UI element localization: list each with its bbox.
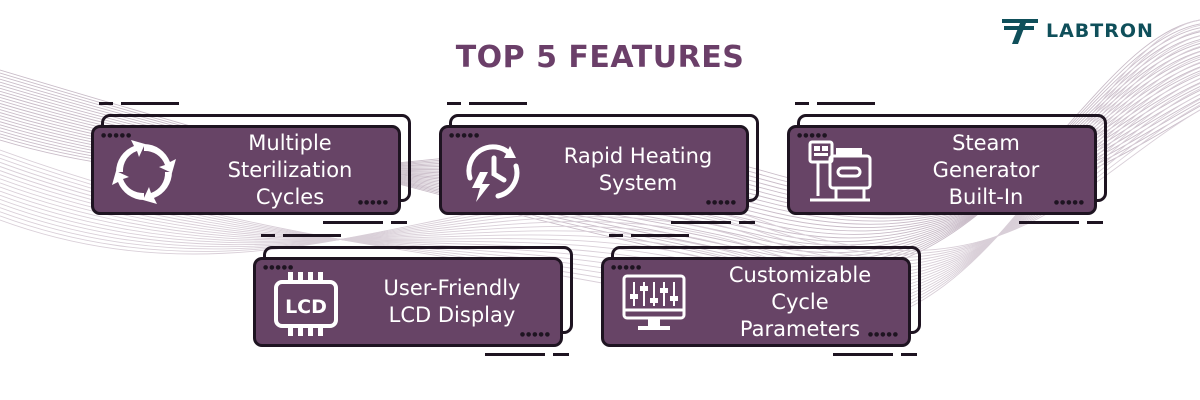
decorative-dash [671,221,755,224]
card-body: ●●●●● Customizable Cycle Parameters ●●●●… [601,257,911,347]
feature-label: Customizable Cycle Parameters [728,262,872,341]
card-body: ●●●●● LCD User-Friendly LCD Display ●●●●… [253,257,563,347]
refresh-cycle-icon [112,140,176,204]
decorative-dash [609,234,689,237]
decorative-dots: ●●●●● [357,199,389,206]
feature-card-user-friendly-lcd-display: ●●●●● LCD User-Friendly LCD Display ●●●●… [253,234,573,356]
fast-heating-clock-icon [466,144,520,202]
feature-label: Steam Generator Built-In [932,130,1040,209]
decorative-dash [485,353,569,356]
feature-label: Rapid Heating System [563,144,713,195]
brand-name: LABTRON [1046,20,1154,42]
card-body: ●●●●● Rapid Heating System ●●●●● [439,125,749,215]
decorative-dash [99,102,179,105]
labtron-logo-mark [1002,19,1038,44]
decorative-dots: ●●●●● [449,132,481,139]
decorative-dash [447,102,527,105]
card-body: ●●●●● Steam Generator Built-In ●●●●● [787,125,1097,215]
decorative-dots: ●●●●● [867,331,899,338]
decorative-dots: ●●●●● [611,264,643,271]
lcd-display-icon: LCD [274,272,338,336]
labtron-logo: LABTRON [1000,14,1154,48]
card-body: ●●●●● Multiple Sterilization Cycles ●●●●… [91,125,401,215]
slider-controls-monitor-icon [622,274,686,330]
feature-card-steam-generator-built-in: ●●●●● Steam Generator Built-In ●●●●● [787,102,1107,224]
feature-label: User-Friendly LCD Display [383,276,521,327]
feature-label: Multiple Sterilization Cycles [227,130,353,209]
decorative-dots: ●●●●● [705,199,737,206]
svg-text:LCD: LCD [285,296,327,318]
decorative-dash [323,221,407,224]
feature-card-multiple-sterilization-cycles: ●●●●● Multiple Sterilization Cycles ●●●●… [91,102,411,224]
steam-generator-machine-icon [808,140,872,202]
decorative-dash [795,102,875,105]
decorative-dash [833,353,917,356]
decorative-dots: ●●●●● [1053,199,1085,206]
decorative-dots: ●●●●● [263,264,295,271]
page-title: TOP 5 FEATURES [455,40,745,75]
decorative-dash [261,234,341,237]
feature-card-rapid-heating-system: ●●●●● Rapid Heating System ●●●●● [439,102,759,224]
feature-card-customizable-cycle-parameters: ●●●●● Customizable Cycle Parameters ●●●●… [601,234,921,356]
decorative-dots: ●●●●● [519,331,551,338]
decorative-dots: ●●●●● [797,132,829,139]
decorative-dash [1019,221,1103,224]
decorative-dots: ●●●●● [101,132,133,139]
